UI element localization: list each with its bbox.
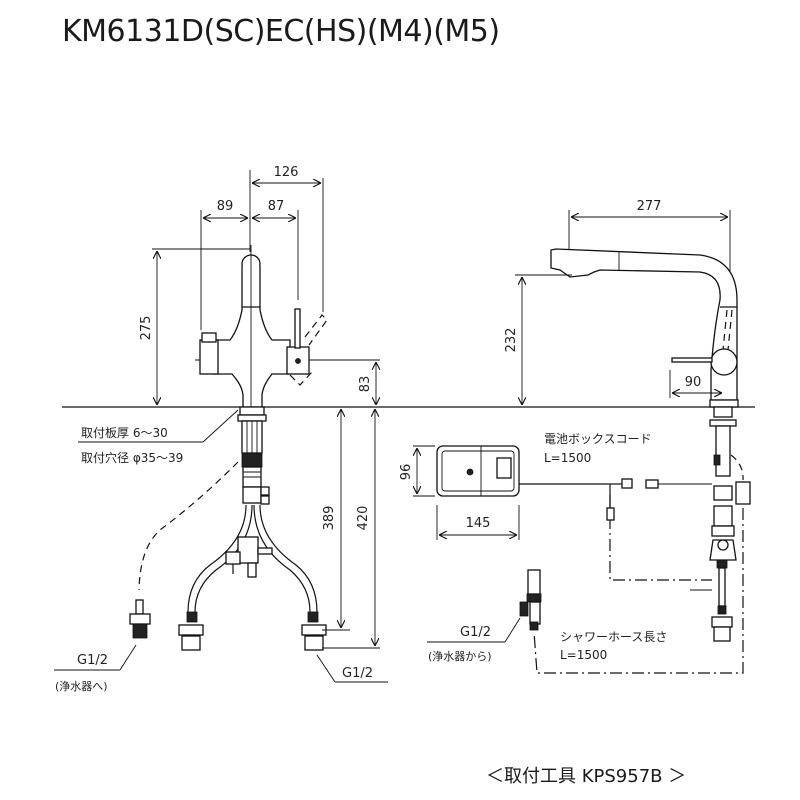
dim-275: 275 (139, 316, 154, 341)
dim-277: 277 (637, 199, 662, 214)
mounting-tool-note: ＜取付工具 KPS957B ＞ (486, 766, 687, 787)
front-view: 126 89 87 275 83 (54, 165, 388, 693)
filter-outlet-size: G1/2 (77, 653, 108, 668)
dim-89: 89 (217, 199, 234, 214)
dim-87: 87 (268, 199, 285, 214)
model-title: KM6131D(SC)EC(HS)(M4)(M5) (62, 14, 500, 49)
filter-outlet-note: (浄水器へ) (55, 679, 108, 693)
filter-inlet-note: (浄水器から) (428, 649, 492, 663)
hole-diameter-note: 取付穴径 φ35～39 (81, 450, 183, 465)
battery-cord-length: L=1500 (544, 451, 591, 465)
filter-inlet-size: G1/2 (460, 625, 491, 640)
side-view: 277 232 90 (504, 199, 751, 674)
dim-126: 126 (274, 165, 299, 180)
filter-inlet: G1/2 (浄水器から) (427, 569, 542, 663)
dim-90: 90 (685, 375, 702, 390)
shower-hose-length: L=1500 (560, 648, 607, 662)
supply-size: G1/2 (342, 666, 373, 681)
dim-232: 232 (504, 328, 519, 353)
dim-96: 96 (399, 464, 414, 481)
dim-145: 145 (466, 516, 491, 531)
shower-hose-label: シャワーホース長さ (560, 630, 667, 644)
battery-box: 96 145 電池ボックスコード L=1500 (399, 432, 712, 540)
dim-389: 389 (322, 506, 337, 531)
plate-thickness-note: 取付板厚 6～30 (81, 426, 168, 440)
battery-cord-label: 電池ボックスコード (544, 432, 652, 446)
dim-420: 420 (356, 506, 371, 531)
dim-83: 83 (358, 376, 373, 393)
